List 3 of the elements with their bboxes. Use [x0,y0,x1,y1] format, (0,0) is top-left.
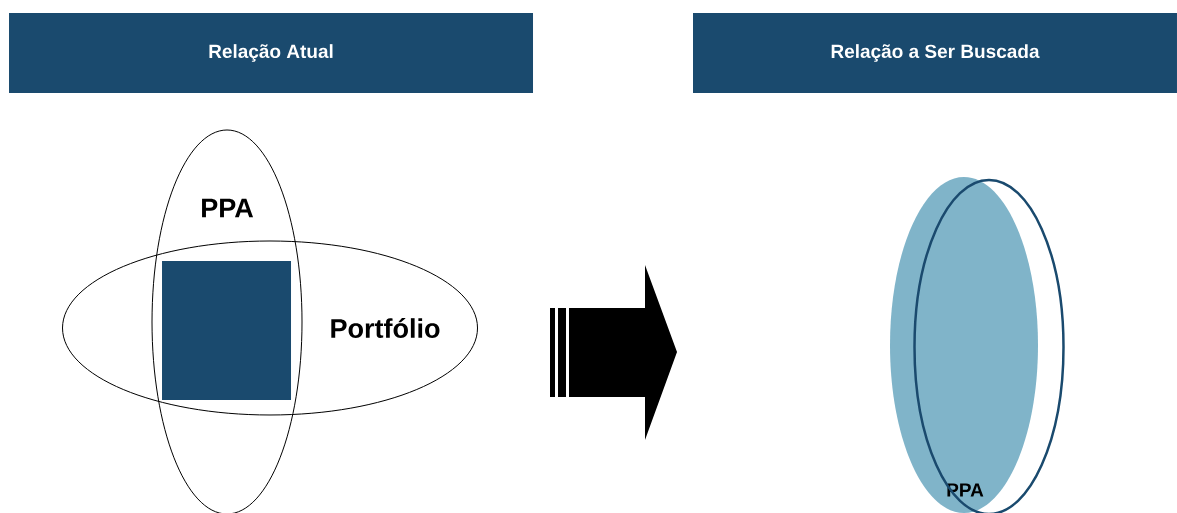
square [162,261,291,400]
header-bar: Relação a Ser Buscada [693,13,1177,93]
header-bar: Relação Atual [9,13,533,93]
